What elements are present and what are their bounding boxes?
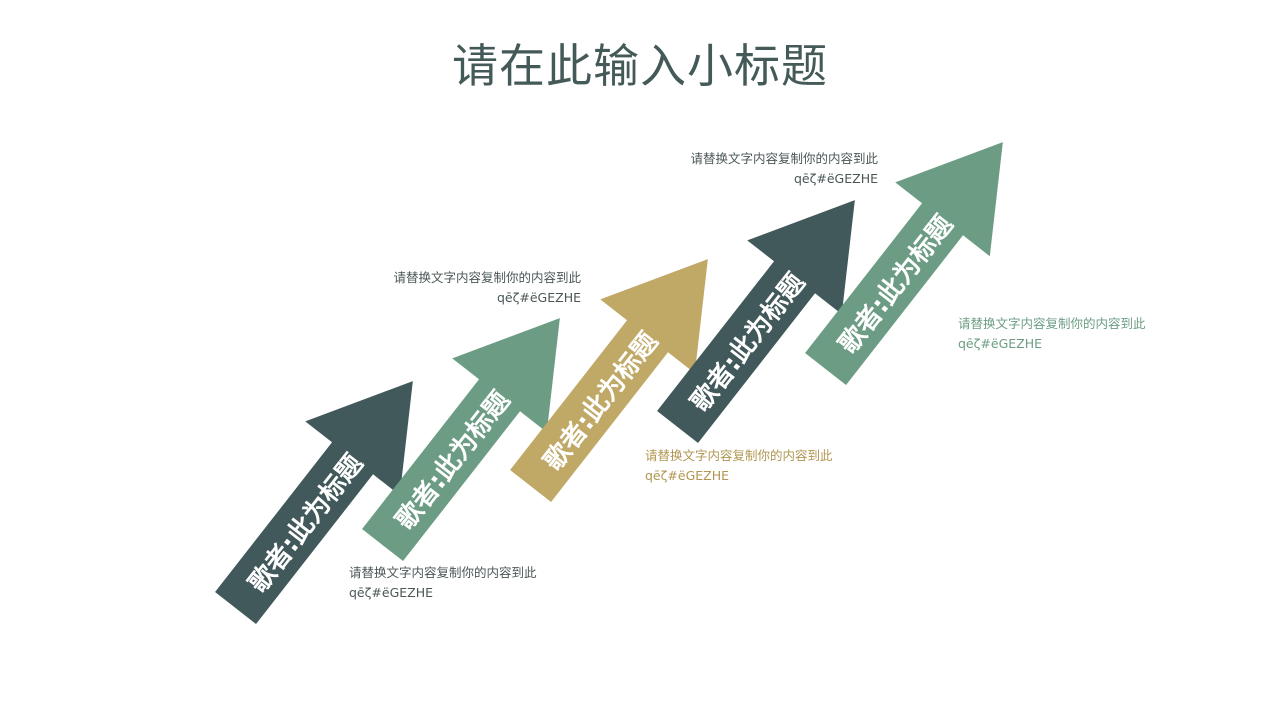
description-5: 请替换文字内容复制你的内容到此 qēζ#ëGEZHE bbox=[958, 314, 1146, 354]
description-1-sub: qēζ#ëGEZHE bbox=[349, 585, 434, 600]
description-5-sub: qēζ#ëGEZHE bbox=[958, 336, 1043, 351]
description-4-sub: qēζ#ëGEZHE bbox=[793, 171, 878, 186]
arrow-5-shape bbox=[805, 142, 1003, 386]
arrow-1-shape bbox=[215, 381, 413, 625]
arrow-2-shape bbox=[362, 318, 560, 562]
description-4: 请替换文字内容复制你的内容到此 qēζ#ëGEZHE bbox=[690, 149, 878, 189]
description-3: 请替换文字内容复制你的内容到此 qēζ#ëGEZHE bbox=[645, 446, 833, 486]
description-5-text: 请替换文字内容复制你的内容到此 bbox=[958, 316, 1146, 331]
arrow-5-label: 歌者:此为标题 bbox=[833, 210, 959, 360]
description-3-text: 请替换文字内容复制你的内容到此 bbox=[645, 448, 833, 463]
description-1: 请替换文字内容复制你的内容到此 qēζ#ëGEZHE bbox=[349, 563, 537, 603]
description-2: 请替换文字内容复制你的内容到此 qēζ#ëGEZHE bbox=[393, 268, 581, 308]
description-1-text: 请替换文字内容复制你的内容到此 bbox=[349, 565, 537, 580]
arrow-3-shape bbox=[510, 259, 708, 503]
description-3-sub: qēζ#ëGEZHE bbox=[645, 468, 730, 483]
arrow-4-shape bbox=[657, 200, 855, 444]
description-4-text: 请替换文字内容复制你的内容到此 bbox=[690, 151, 878, 166]
description-2-text: 请替换文字内容复制你的内容到此 bbox=[393, 270, 581, 285]
page-title: 请在此输入小标题 bbox=[452, 39, 828, 93]
arrow-4-label: 歌者:此为标题 bbox=[685, 268, 811, 418]
description-2-sub: qēζ#ëGEZHE bbox=[496, 290, 581, 305]
